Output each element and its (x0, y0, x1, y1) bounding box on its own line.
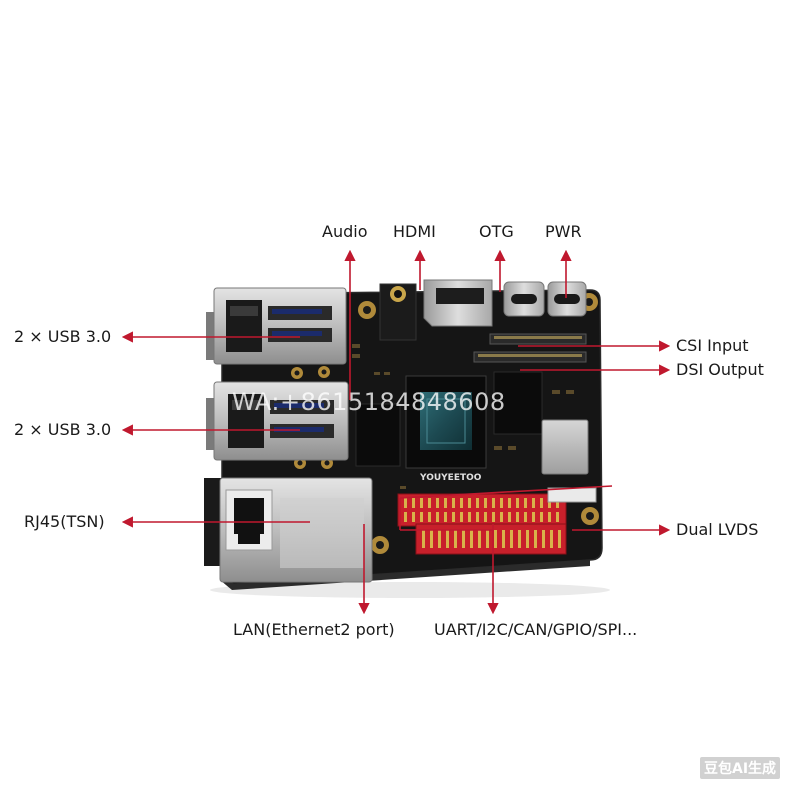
label-hdmi: HDMI (393, 222, 436, 241)
rj45-jack (204, 477, 373, 583)
mounting-holes (291, 293, 599, 554)
label-lvds: Dual LVDS (676, 520, 759, 539)
label-csi: CSI Input (676, 336, 749, 355)
usb-port-bottom (206, 381, 349, 461)
label-audio: Audio (322, 222, 368, 241)
hdmi-port (423, 279, 493, 327)
lvds-connector (547, 487, 597, 503)
label-usb-bottom: 2 × USB 3.0 (14, 420, 112, 439)
csi-connector (489, 333, 587, 345)
label-dsi: DSI Output (676, 360, 764, 379)
label-otg: OTG (479, 222, 514, 241)
contact-watermark: WA:+8615184848608 (232, 388, 506, 416)
label-usb-top: 2 × USB 3.0 (14, 327, 112, 346)
otg-usbc-port (503, 281, 545, 317)
soc-chip (405, 375, 487, 469)
label-rj45: RJ45(TSN) (24, 512, 105, 531)
dsi-connector (473, 351, 587, 363)
memory-chip-left (355, 403, 401, 467)
pwr-usbc-port (547, 281, 587, 317)
gpio-header (397, 493, 567, 555)
wifi-module (541, 419, 589, 475)
board-silkscreen: YOUYEETOO (419, 473, 482, 483)
memory-chip-right (493, 371, 543, 435)
label-pwr: PWR (545, 222, 582, 241)
usb-port-top (206, 287, 347, 365)
label-lan: LAN(Ethernet2 port) (233, 620, 395, 639)
pointer-arrows (121, 249, 671, 615)
ai-generated-badge: 豆包AI生成 (700, 757, 781, 779)
audio-jack (379, 283, 417, 341)
label-gpio: UART/I2C/CAN/GPIO/SPI... (434, 620, 638, 639)
